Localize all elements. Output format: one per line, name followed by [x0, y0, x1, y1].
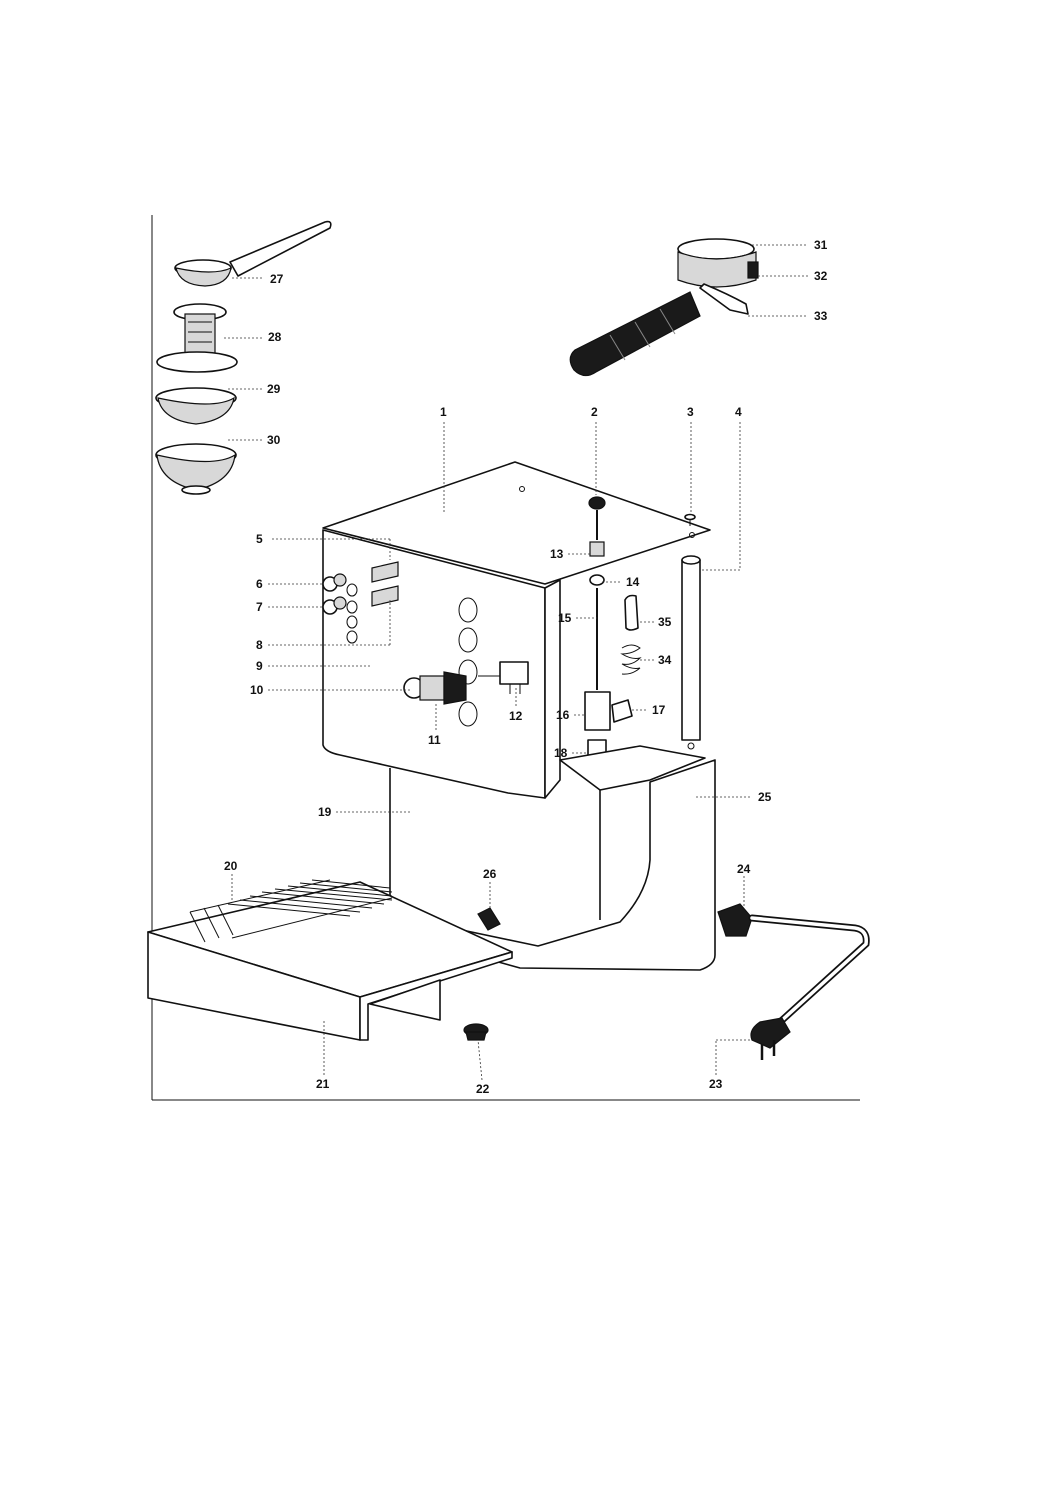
- tamper: [156, 303, 238, 373]
- drip-tray-grid: [189, 879, 393, 943]
- callout-17: 17: [652, 703, 666, 717]
- callout-5: 5: [256, 532, 263, 546]
- callout-34: 34: [658, 653, 672, 667]
- callout-6: 6: [256, 577, 263, 591]
- callout-1: 1: [440, 405, 447, 419]
- sleeve: [477, 907, 501, 931]
- measuring-spoon: [174, 220, 332, 287]
- callout-15: 15: [558, 611, 572, 625]
- callout-7: 7: [256, 600, 263, 614]
- filter-basket-single: [155, 387, 237, 425]
- callout-9: 9: [256, 659, 263, 673]
- callout-32: 32: [814, 269, 828, 283]
- callout-19: 19: [318, 805, 332, 819]
- steam-knob: [403, 671, 467, 705]
- callout-8: 8: [256, 638, 263, 652]
- callout-21: 21: [316, 1077, 330, 1091]
- callout-22: 22: [476, 1082, 490, 1096]
- callout-25: 25: [758, 790, 772, 804]
- callout-28: 28: [268, 330, 282, 344]
- callout-27: 27: [270, 272, 284, 286]
- callout-2: 2: [591, 405, 598, 419]
- switch-group: [322, 561, 399, 615]
- spring: [620, 644, 642, 675]
- gasket-tube: [624, 594, 639, 631]
- portafilter: [569, 238, 759, 377]
- callout-labels: 1 2 3 4 5 6 7 8 9 10 11 12 13 14 15 16 1…: [224, 238, 828, 1096]
- callout-33: 33: [814, 309, 828, 323]
- callout-10: 10: [250, 683, 264, 697]
- callout-26: 26: [483, 867, 497, 881]
- callout-12: 12: [509, 709, 523, 723]
- callout-20: 20: [224, 859, 238, 873]
- rubber-foot: [463, 1023, 489, 1041]
- callout-18: 18: [554, 746, 568, 760]
- callout-30: 30: [267, 433, 281, 447]
- filter-basket-double: [155, 443, 237, 495]
- callout-11: 11: [428, 733, 441, 747]
- leader-lines: [224, 244, 808, 1081]
- support-tube: [681, 555, 701, 750]
- callout-31: 31: [814, 238, 828, 252]
- connector-block: [478, 661, 529, 694]
- screw: [684, 513, 696, 526]
- base-housing: [389, 745, 716, 971]
- callout-14: 14: [626, 575, 640, 589]
- callout-35: 35: [658, 615, 672, 629]
- callout-4: 4: [735, 405, 742, 419]
- callout-16: 16: [556, 708, 570, 722]
- callout-23: 23: [709, 1077, 723, 1091]
- callout-3: 3: [687, 405, 694, 419]
- callout-29: 29: [267, 382, 281, 396]
- power-cord: [717, 903, 870, 1060]
- drip-tray: [147, 881, 513, 1041]
- callout-13: 13: [550, 547, 564, 561]
- callout-24: 24: [737, 862, 751, 876]
